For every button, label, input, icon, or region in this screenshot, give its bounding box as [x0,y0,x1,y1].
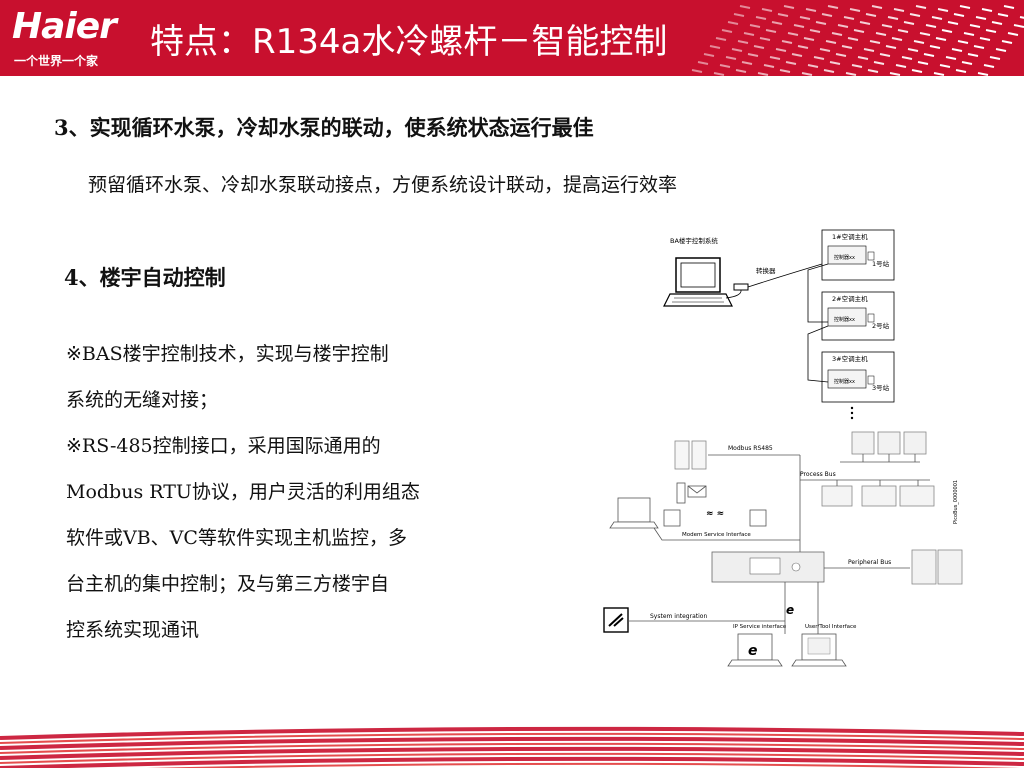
io-module-icon [851,431,927,455]
unit-title: 1#空调主机 [832,232,868,241]
modbus-label: Modbus RS485 [728,445,773,452]
system-integration-label: System integration [650,613,707,620]
section-3-heading: 3、实现循环水泵，冷却水泵的联动，使系统状态运行最佳 [54,115,594,140]
laptop-browser-icon: e [727,633,783,667]
footer-stripes [0,724,1024,768]
body-line: 控系统实现通讯 [66,619,200,641]
peripheral-bus-label: Peripheral Bus [848,559,891,566]
ie-icon: e [786,603,794,617]
ba-network-diagram: BA楼宇控制系统 转换器 1#空调主机 控制器xx 1号站 2#空调主机 控制器… [663,229,895,420]
section-4-body: ※BAS楼宇控制技术，实现与楼宇控制 系统的无缝对接； ※RS-485控制接口，… [66,337,420,659]
ba-system-label: BA楼宇控制系统 [670,236,718,245]
slide-title: 特点：R134a水冷螺杆－智能控制 [150,22,668,62]
unit-controller: 控制器xx [834,254,855,261]
wireless-signal-icon: ≈ ≈ [706,509,724,519]
laptop-tool-icon [791,633,847,667]
unit-station: 3号站 [872,383,890,392]
peripheral-module-icon [911,549,963,585]
body-line: ※RS-485控制接口，采用国际通用的 [66,435,381,457]
main-controller-icon [711,551,825,583]
modbus-network-diagram: Modbus RS485 Process Bus PicoBus_0000001… [603,431,963,667]
body-line: 台主机的集中控制；及与第三方楼宇自 [66,573,390,595]
logo-wordmark: Haier [12,6,117,47]
logo-slogan: 一个世界一个家 [14,54,99,68]
header-bar: Haier 一个世界一个家 特点：R134a水冷螺杆－智能控制 [0,0,1024,76]
unit-title: 3#空调主机 [832,354,868,363]
body-line: ※BAS楼宇控制技术，实现与楼宇控制 [66,343,389,365]
section-3-text: 预留循环水泵、冷却水泵联动接点，方便系统设计联动，提高运行效率 [88,174,678,196]
header-dash-pattern [691,5,1024,76]
chiller-unit-2: 2#空调主机 控制器xx 2号站 [821,291,895,341]
ip-service-label: IP Service interface [733,624,787,630]
unit-title: 2#空调主机 [832,294,868,303]
mail-icon [687,485,707,498]
section-4-heading: 4、楼宇自动控制 [64,265,226,290]
side-code: PicoBus_0000001 [953,480,959,524]
converter-icon [733,283,749,291]
modem-icon [663,509,767,527]
phone-icon [676,482,686,504]
unit-station: 1号站 [872,259,890,268]
unit-station: 2号站 [872,321,890,330]
body-line: 软件或VB、VC等软件实现主机监控，多 [66,527,407,549]
modbus-device-icon [674,440,707,470]
chiller-unit-3: 3#空调主机 控制器xx 3号站 [821,351,895,403]
body-line: 系统的无缝对接； [66,389,219,411]
user-tool-label: User/Tool Interface [805,624,857,630]
laptop-icon [663,257,733,307]
modem-label: Modem Service Interface [682,532,751,538]
unit-controller: 控制器xx [834,316,855,323]
chiller-unit-1: 1#空调主机 控制器xx 1号站 [821,229,895,281]
haier-logo: Haier 一个世界一个家 [0,0,140,76]
converter-label: 转换器 [756,266,776,275]
unit-controller: 控制器xx [834,378,855,385]
system-integration-icon [603,607,629,633]
process-bus-label: Process Bus [800,471,836,478]
process-device-icon [821,485,935,507]
body-line: Modbus RTU协议，用户灵活的利用组态 [66,481,420,503]
laptop-icon [609,497,659,529]
svg-text:e: e [748,643,758,659]
